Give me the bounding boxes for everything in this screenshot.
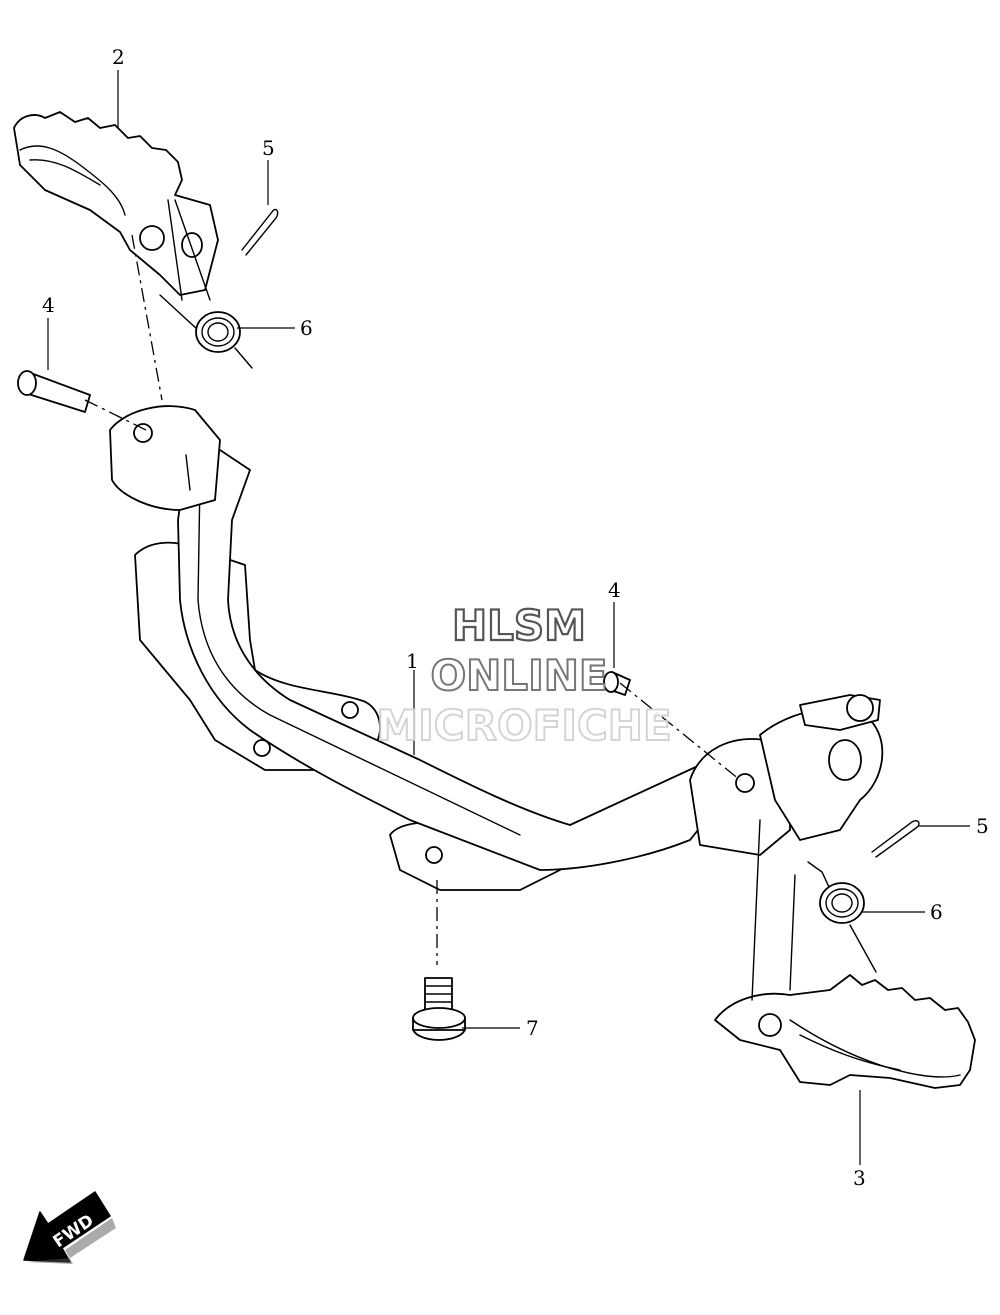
assembly-lines — [84, 234, 741, 965]
callout-4-right: 4 — [608, 578, 621, 602]
cotter-pin-left — [241, 208, 279, 256]
watermark: HLSM ONLINE MICROFICHE — [375, 600, 672, 751]
right-footpeg — [714, 819, 976, 1089]
callout-3: 3 — [853, 1166, 866, 1190]
callout-1: 1 — [406, 649, 419, 673]
pin-right — [603, 671, 631, 696]
callout-7: 7 — [526, 1016, 539, 1040]
cotter-pin-right — [871, 819, 920, 858]
callout-6-left: 6 — [300, 316, 313, 340]
callout-4-left: 4 — [42, 293, 55, 317]
leader-lines — [47, 70, 970, 1165]
watermark-line-2: ONLINE — [430, 651, 607, 700]
pin-left — [17, 370, 91, 413]
callout-2: 2 — [112, 45, 125, 69]
watermark-line-1: HLSM — [452, 601, 586, 650]
bolt — [412, 977, 466, 1041]
callout-5-right: 5 — [976, 814, 989, 838]
callout-6-right: 6 — [930, 900, 943, 924]
spring-left — [159, 294, 253, 369]
fwd-arrow: FWD — [23, 1191, 116, 1264]
footrest-bracket — [109, 405, 884, 891]
spring-right — [807, 861, 877, 973]
callout-labels: 1 2 3 4 4 5 5 6 6 7 — [42, 45, 989, 1190]
watermark-line-3: MICROFICHE — [376, 701, 671, 750]
callout-5-left: 5 — [262, 136, 275, 160]
left-footpeg — [13, 111, 219, 301]
